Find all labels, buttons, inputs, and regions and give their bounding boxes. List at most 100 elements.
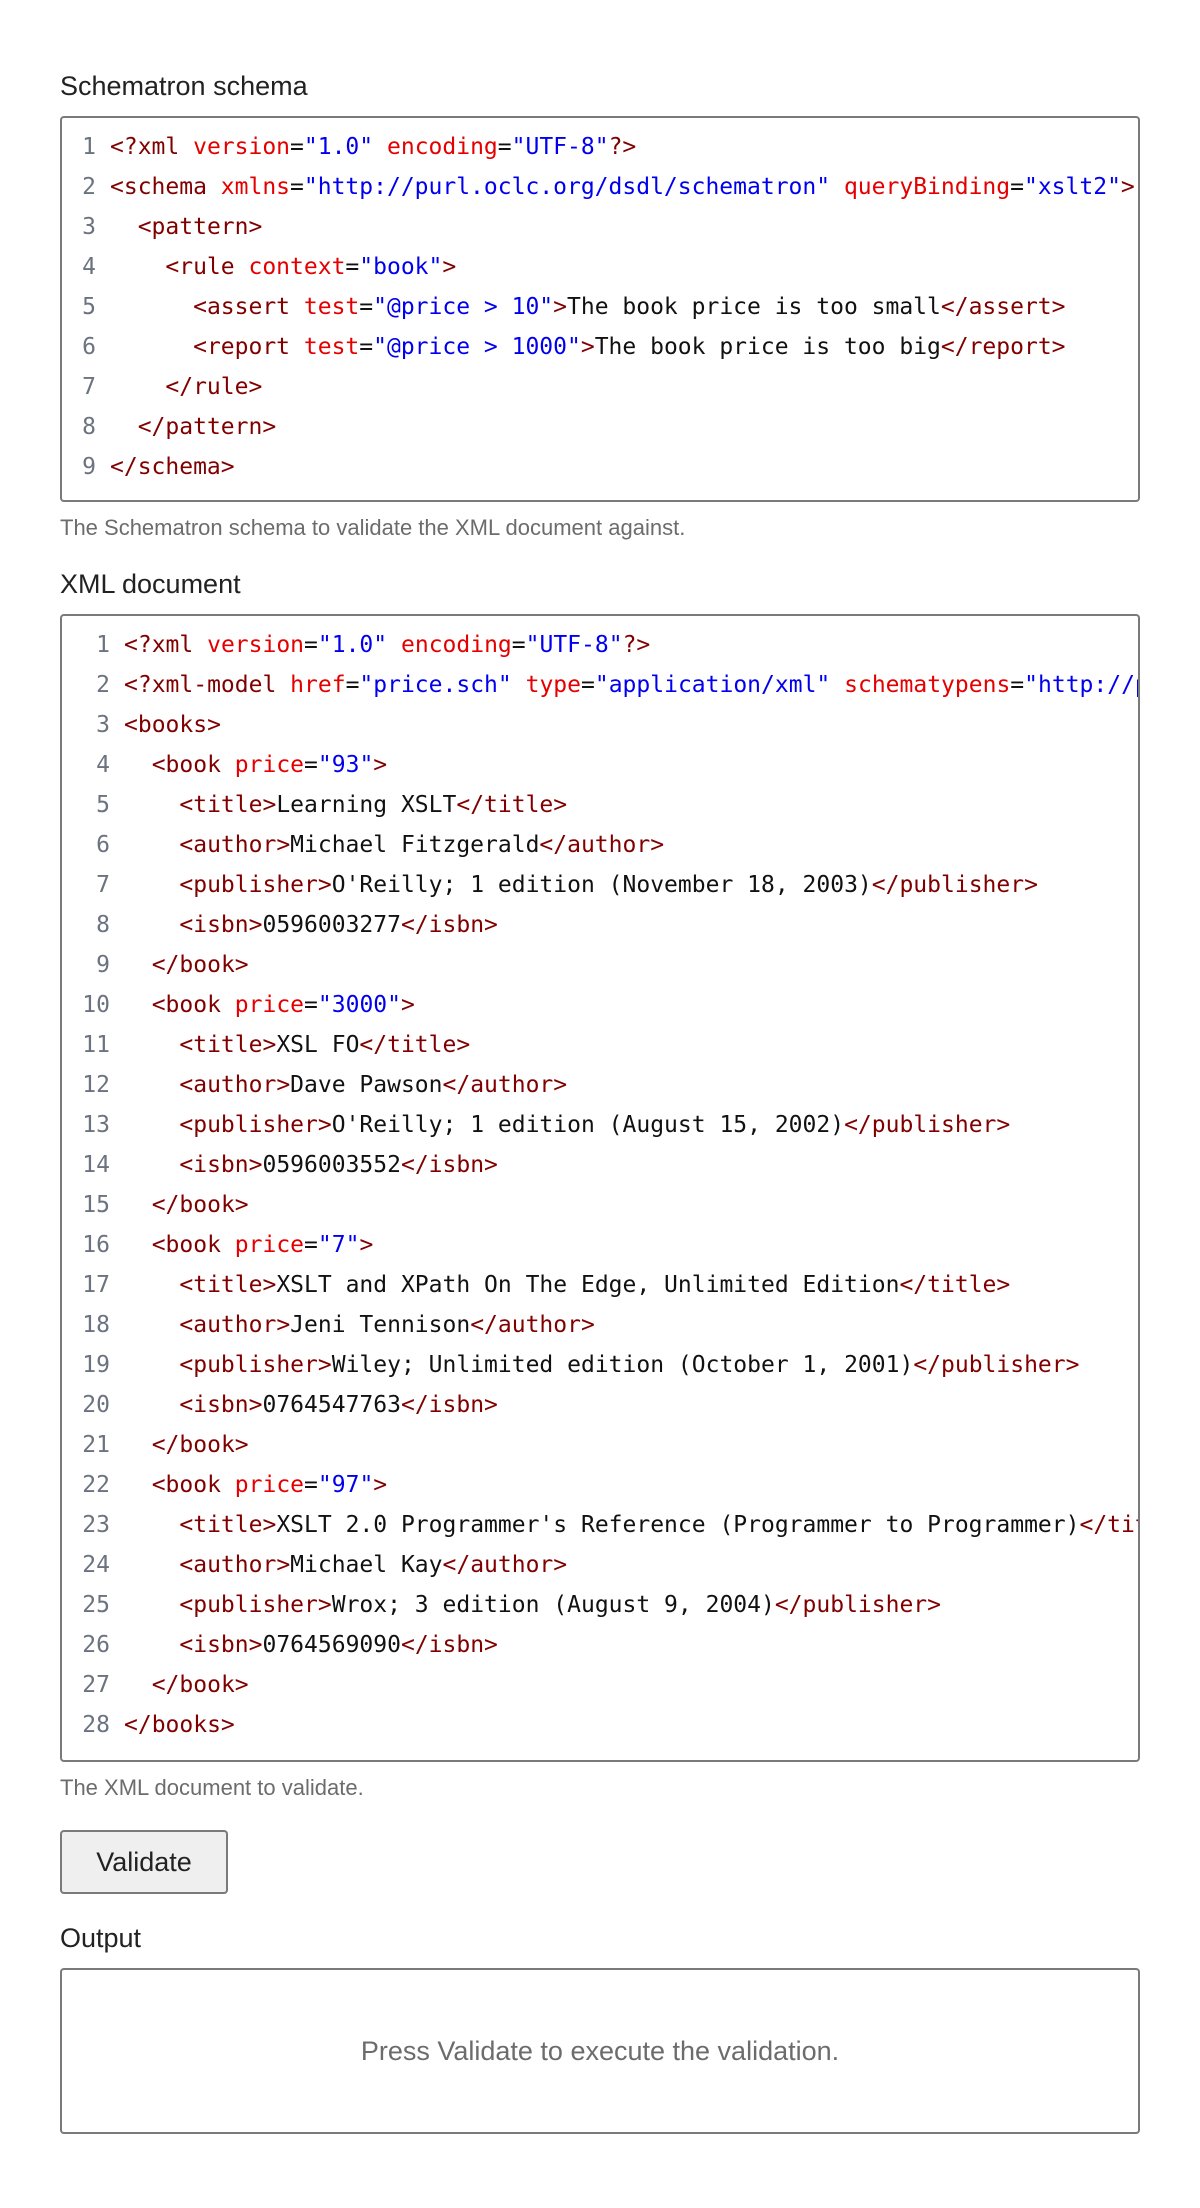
code-token: <author> [179, 1072, 291, 1098]
code-token: price [234, 752, 305, 778]
code-token [110, 334, 193, 360]
line-number: 17 [82, 1272, 110, 1298]
code-token: </schema> [110, 454, 235, 480]
code-token: </publisher> [844, 1112, 1011, 1138]
code-text: <pattern> [110, 214, 1138, 240]
code-token: test [303, 294, 360, 320]
code-text: </pattern> [110, 414, 1138, 440]
code-token: <report [193, 334, 304, 360]
code-token: "@price > 1000" [373, 334, 581, 360]
code-token: = [345, 672, 360, 698]
code-token: > [1120, 174, 1135, 200]
code-text: </book> [124, 952, 1138, 978]
code-token: version [193, 134, 291, 160]
code-token: = [1010, 672, 1025, 698]
code-token: > [401, 992, 415, 1018]
code-token: <title> [179, 1512, 277, 1538]
code-token: test [303, 334, 360, 360]
line-number: 12 [82, 1072, 110, 1098]
code-line: 8 </pattern> [62, 407, 1138, 447]
line-number: 5 [82, 294, 96, 320]
code-token: = [304, 632, 318, 658]
code-token: O'Reilly; 1 edition (August 15, 2002) [331, 1112, 845, 1138]
code-line: 26 <isbn>0764569090</isbn> [62, 1625, 1138, 1665]
code-token: XSL FO [276, 1032, 360, 1058]
line-number: 8 [82, 414, 96, 440]
code-token: <publisher> [179, 1112, 332, 1138]
code-token: <?xml [110, 134, 194, 160]
code-token: "price.sch" [359, 672, 512, 698]
code-token: Dave Pawson [290, 1072, 443, 1098]
code-token: href [290, 672, 346, 698]
line-number: 13 [82, 1112, 110, 1138]
code-token: "http://purl.oclc.org/dsdl/schematron" [303, 174, 831, 200]
code-text: </book> [124, 1672, 1138, 1698]
code-token: > [553, 294, 567, 320]
code-token: <isbn> [179, 1392, 263, 1418]
code-text: </book> [124, 1192, 1138, 1218]
code-token: "97" [317, 1472, 374, 1498]
code-line: 15 </book> [62, 1185, 1138, 1225]
code-token: = [304, 1232, 318, 1258]
code-token [124, 912, 179, 938]
code-line: 12 <author>Dave Pawson</author> [62, 1065, 1138, 1105]
code-token: = [359, 294, 374, 320]
line-number: 11 [82, 1032, 110, 1058]
code-text: <books> [124, 712, 1138, 738]
line-number: 10 [82, 992, 110, 1018]
code-line: 1<?xml version="1.0" encoding="UTF-8"?> [62, 127, 1138, 167]
code-line: 19 <publisher>Wiley; Unlimited edition (… [62, 1345, 1138, 1385]
line-number: 5 [96, 792, 110, 818]
line-number: 27 [82, 1672, 110, 1698]
code-text: <schema xmlns="http://purl.oclc.org/dsdl… [110, 174, 1138, 200]
code-line: 18 <author>Jeni Tennison</author> [62, 1305, 1138, 1345]
code-token: price [234, 1232, 305, 1258]
code-text: </books> [124, 1712, 1138, 1738]
code-token: </title> [899, 1272, 1011, 1298]
code-token: xmlns [220, 174, 291, 200]
code-token: </publisher> [913, 1352, 1080, 1378]
code-token: > [359, 1232, 374, 1258]
code-text: <publisher>O'Reilly; 1 edition (November… [124, 872, 1138, 898]
code-token [124, 1352, 179, 1378]
code-token: "1.0" [317, 632, 388, 658]
code-line: 7 <publisher>O'Reilly; 1 edition (Novemb… [62, 865, 1138, 905]
code-line: 22 <book price="97"> [62, 1465, 1138, 1505]
code-line: 4 <book price="93"> [62, 745, 1138, 785]
code-token [124, 872, 179, 898]
code-line: 9</schema> [62, 447, 1138, 487]
code-token: </rule> [165, 374, 263, 400]
code-token: </publisher> [774, 1592, 941, 1618]
code-token: <pattern> [137, 214, 263, 240]
code-token: "@price > 10" [373, 294, 554, 320]
schema-editor[interactable]: 1<?xml version="1.0" encoding="UTF-8"?>2… [60, 116, 1140, 502]
code-line: 3<books> [62, 705, 1138, 745]
code-token: encoding [401, 632, 512, 658]
code-token: schematypens [844, 672, 1011, 698]
code-token: = [304, 752, 318, 778]
code-text: <publisher>Wrox; 3 edition (August 9, 20… [124, 1592, 1138, 1618]
code-token [512, 672, 526, 698]
code-text: <author>Dave Pawson</author> [124, 1072, 1138, 1098]
code-text: <publisher>Wiley; Unlimited edition (Oct… [124, 1352, 1138, 1378]
line-number: 3 [82, 214, 96, 240]
output-label: Output [60, 1923, 142, 1953]
code-line: 2<schema xmlns="http://purl.oclc.org/dsd… [62, 167, 1138, 207]
code-token: <publisher> [179, 1352, 332, 1378]
code-token [124, 1192, 152, 1218]
line-number: 6 [96, 832, 110, 858]
xml-document-editor[interactable]: 1<?xml version="1.0" encoding="UTF-8"?>2… [60, 614, 1140, 1762]
line-number: 9 [96, 952, 110, 978]
code-token: = [290, 174, 304, 200]
code-token: "1.0" [303, 134, 374, 160]
line-number: 25 [82, 1592, 110, 1618]
code-token [110, 294, 193, 320]
code-text: <isbn>0764569090</isbn> [124, 1632, 1138, 1658]
code-token: <rule [165, 254, 249, 280]
code-token: </isbn> [400, 1152, 498, 1178]
code-text: <book price="97"> [124, 1472, 1138, 1498]
validate-button[interactable]: Validate [60, 1830, 228, 1894]
code-token: "application/xml" [594, 672, 831, 698]
code-token: <book [151, 1232, 235, 1258]
code-line: 9 </book> [62, 945, 1138, 985]
